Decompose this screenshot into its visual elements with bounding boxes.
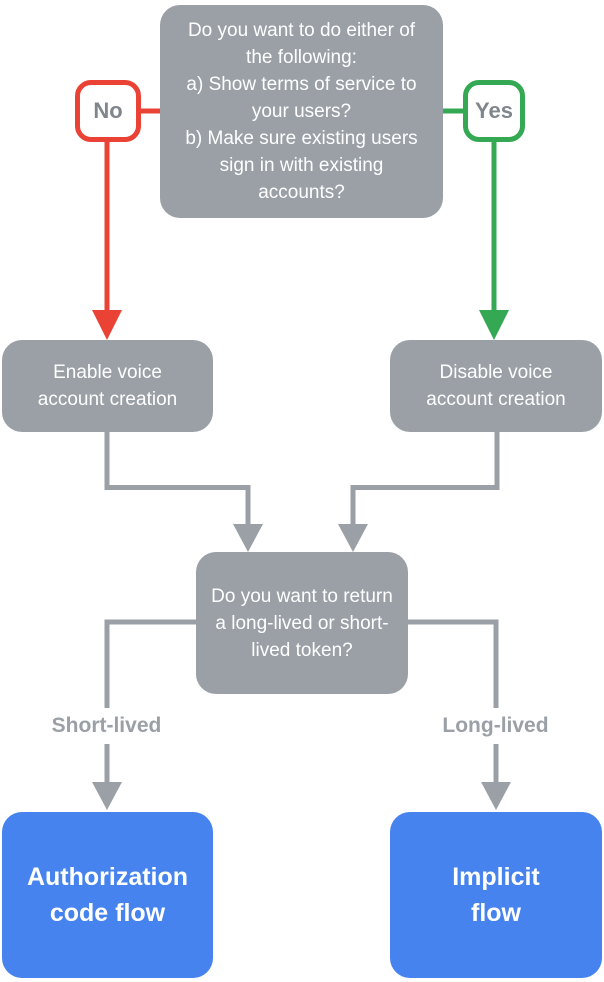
question-terms-line: Do you want to do either of the followin…	[187, 20, 416, 68]
short-lived-branch-line	[104, 619, 196, 784]
question-terms-line: a) Show terms of service to your users?	[186, 74, 417, 122]
question-token-label: Do you want to return a long-lived or sh…	[211, 585, 393, 661]
disable-label: Disable voice account creation	[426, 362, 566, 410]
long-lived-arrowhead-icon	[481, 782, 511, 810]
no-branch-arrowhead-icon	[92, 310, 122, 340]
node-question-terms: Do you want to do either of the followin…	[160, 5, 443, 218]
short-lived-arrowhead-icon	[92, 782, 122, 810]
enable-to-token-arrowhead-icon	[233, 524, 263, 552]
node-implicit-flow: Implicit flow	[390, 812, 602, 978]
short-lived-label: Short-lived	[22, 708, 191, 744]
no-badge: No	[75, 80, 141, 142]
long-lived-label: Long-lived	[411, 708, 580, 744]
implicit-flow-line: Implicit	[452, 863, 540, 891]
yes-badge: Yes	[463, 80, 525, 142]
enable-to-token-line	[104, 432, 251, 526]
node-question-token-lifetime: Do you want to return a long-lived or sh…	[196, 552, 408, 694]
yes-badge-label: Yes	[475, 98, 513, 123]
question-terms-line: b) Make sure existing users sign in with…	[185, 128, 418, 203]
yes-branch-arrowhead-icon	[479, 310, 509, 340]
disable-to-token-line	[350, 432, 500, 526]
short-lived-label-text: Short-lived	[51, 714, 162, 737]
long-lived-label-text: Long-lived	[442, 714, 549, 737]
disable-to-token-arrowhead-icon	[338, 524, 368, 552]
no-badge-label: No	[93, 98, 123, 123]
node-authorization-code-flow: Authorization code flow	[2, 812, 213, 978]
implicit-flow-line: flow	[471, 899, 521, 927]
enable-label: Enable voice account creation	[37, 362, 178, 410]
auth-code-flow-line: code flow	[49, 899, 166, 927]
node-enable-voice-account-creation: Enable voice account creation	[2, 340, 213, 432]
auth-code-flow-line: Authorization	[26, 863, 189, 891]
long-lived-branch-line	[408, 619, 499, 784]
node-disable-voice-account-creation: Disable voice account creation	[390, 340, 602, 432]
